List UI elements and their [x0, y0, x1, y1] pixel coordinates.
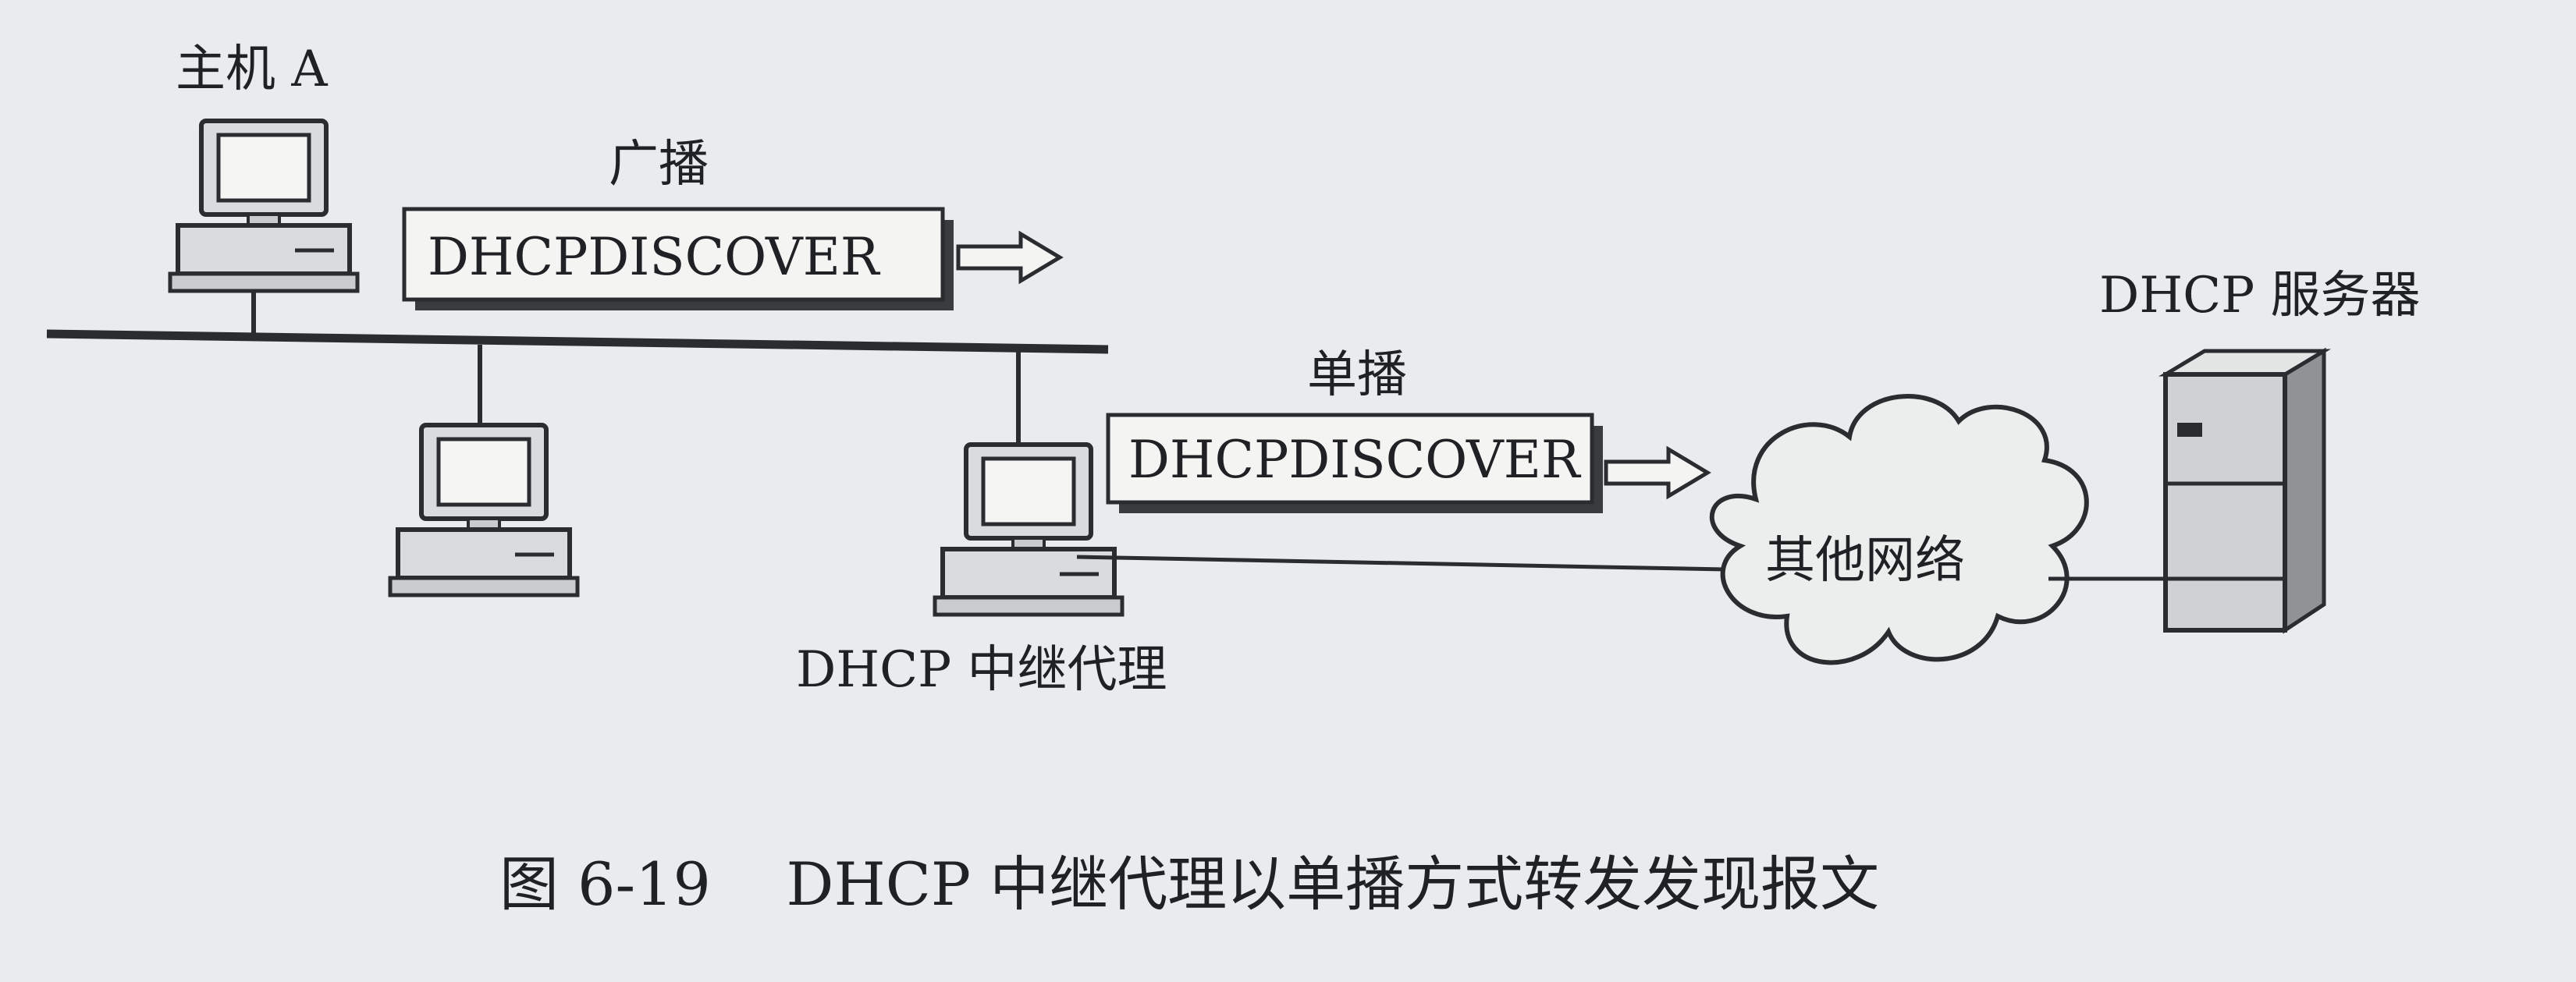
dhcp-server-label: DHCP 服务器	[2099, 267, 2421, 324]
unicast-message-text: DHCPDISCOVER	[1128, 430, 1582, 490]
host-a-computer-icon	[170, 121, 357, 291]
host-a-label: 主机 A	[176, 41, 328, 98]
relay-agent-label: DHCP 中继代理	[796, 641, 1167, 699]
broadcast-message-text: DHCPDISCOVER	[428, 227, 881, 287]
unicast-message-box: DHCPDISCOVER	[1106, 413, 1603, 513]
other-network-label: 其他网络	[1765, 532, 1965, 590]
other-network-cloud-icon	[1709, 394, 2089, 665]
figure-caption: 图 6-19 DHCP 中继代理以单播方式转发发现报文	[499, 849, 1879, 919]
lan-bus	[46, 329, 1109, 354]
relay-agent-computer-icon	[935, 445, 1122, 615]
dhcp-server-icon	[2158, 347, 2332, 634]
relay-to-network-link	[1076, 555, 1725, 572]
unicast-arrow-icon	[1606, 449, 1707, 496]
unicast-label: 单播	[1307, 346, 1407, 404]
broadcast-message-box: DHCPDISCOVER	[402, 207, 954, 310]
lan-host-computer-icon	[390, 425, 577, 595]
broadcast-label: 广播	[609, 136, 709, 193]
broadcast-arrow-icon	[958, 234, 1060, 281]
